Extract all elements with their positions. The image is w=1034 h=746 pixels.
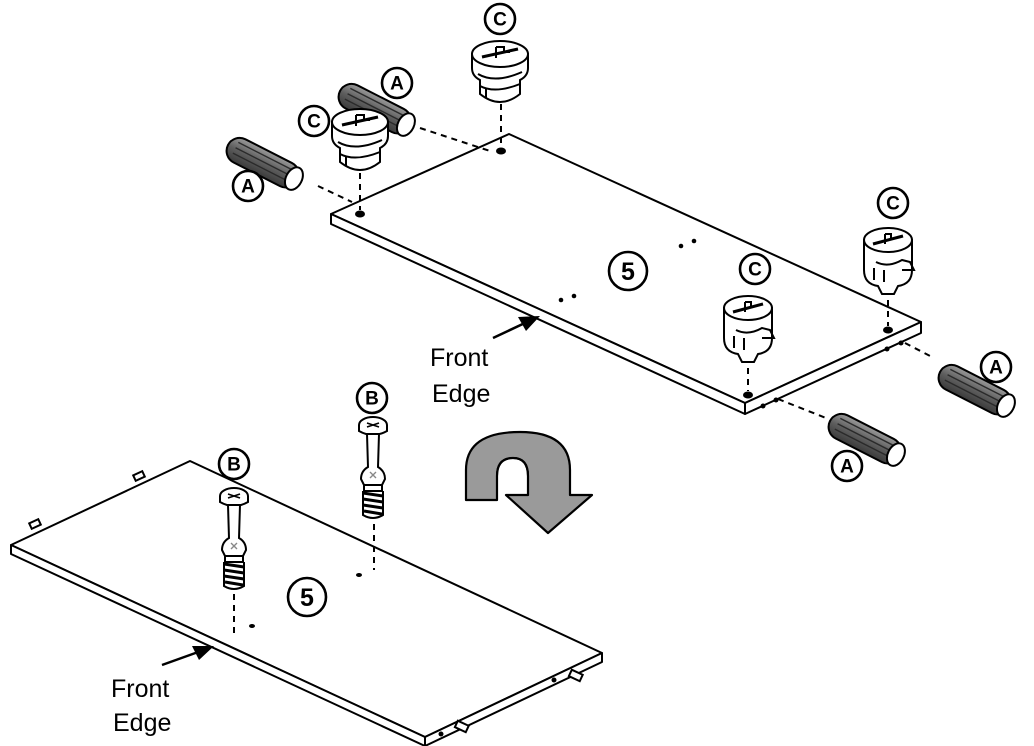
label-c-right: C — [876, 186, 910, 220]
label-a-back: A — [380, 66, 414, 100]
svg-text:A: A — [840, 457, 854, 478]
svg-text:C: C — [493, 10, 507, 31]
front-edge-caption-bottom-line1: Front — [111, 675, 169, 703]
label-a-front: A — [830, 449, 864, 483]
top-guide-lines — [317, 104, 935, 419]
label-a-left: A — [231, 169, 265, 203]
label-b-right: B — [355, 381, 389, 415]
svg-text:A: A — [241, 177, 255, 198]
label-c-back: C — [483, 2, 517, 36]
panel-number-top: 5 — [607, 250, 649, 292]
bolt-b-right-icon — [357, 415, 389, 520]
label-b-left: B — [217, 447, 251, 481]
svg-text:C: C — [886, 194, 900, 215]
label-c-left: C — [297, 104, 331, 138]
bottom-guide-lines — [233, 524, 375, 634]
svg-text:B: B — [365, 389, 379, 410]
svg-text:A: A — [989, 358, 1003, 379]
cam-c-right-icon — [862, 226, 916, 296]
cam-c-left-icon — [330, 107, 390, 172]
svg-text:A: A — [390, 74, 404, 95]
svg-text:C: C — [748, 260, 762, 281]
svg-text:5: 5 — [300, 584, 314, 612]
flip-arrow-icon — [464, 430, 594, 535]
svg-text:5: 5 — [621, 258, 635, 286]
panel-number-bottom: 5 — [286, 576, 328, 618]
svg-text:B: B — [227, 455, 241, 476]
front-edge-arrow-bottom-icon — [161, 646, 214, 667]
label-a-right: A — [979, 350, 1013, 384]
svg-text:C: C — [307, 112, 321, 133]
front-edge-caption-top-line2: Edge — [432, 380, 490, 408]
label-c-front: C — [738, 252, 772, 286]
front-edge-caption-bottom-line2: Edge — [113, 709, 171, 737]
front-edge-arrow-top-icon — [492, 316, 540, 340]
front-edge-caption-top-line1: Front — [430, 344, 488, 372]
cam-c-back-icon — [470, 39, 530, 104]
